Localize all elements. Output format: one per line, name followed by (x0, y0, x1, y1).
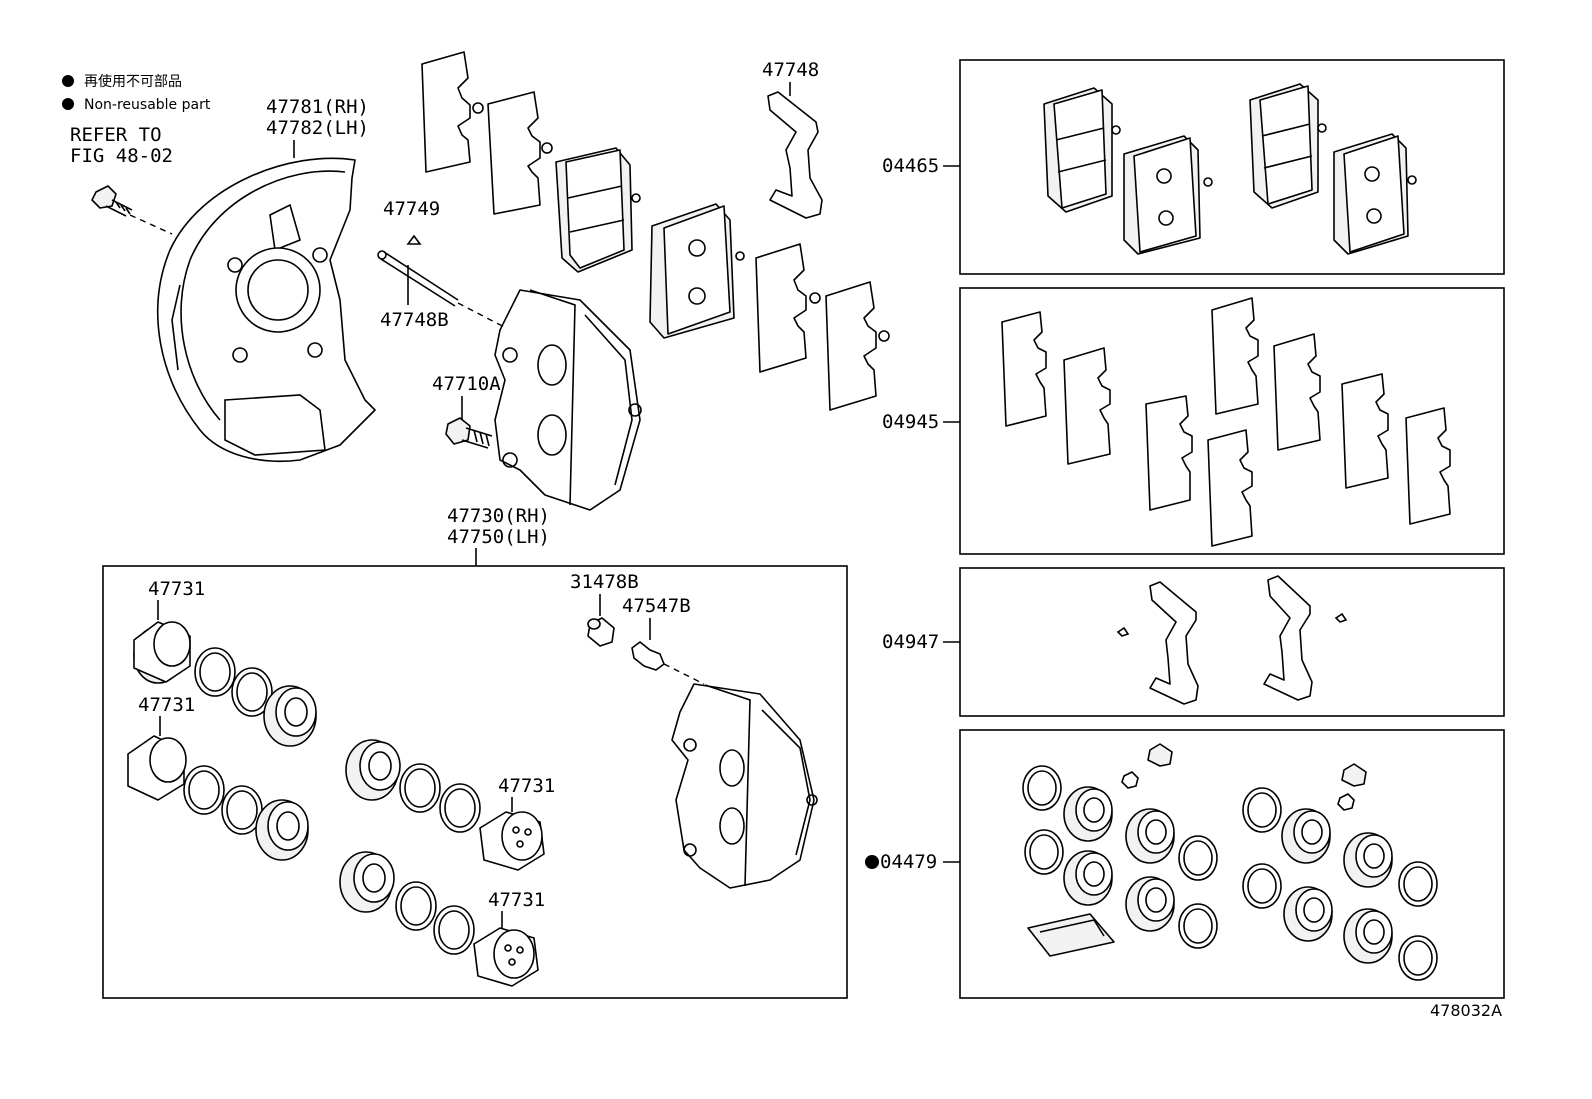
label-cap: 31478B (570, 571, 639, 593)
seal-c2[interactable] (439, 783, 481, 833)
label-bleeder: 47547B (622, 595, 691, 617)
kit-fitting[interactable] (1116, 575, 1348, 705)
label-kit-cylinder: 04479 (880, 851, 937, 873)
clip[interactable] (406, 234, 422, 245)
shim-2[interactable] (487, 91, 553, 215)
caliper-bolt[interactable] (445, 417, 493, 449)
seal-a1[interactable] (194, 647, 236, 697)
seal-c1[interactable] (399, 763, 441, 813)
boot-d[interactable] (339, 851, 395, 913)
label-shield-rh: 47781(RH) (266, 96, 369, 118)
figure-code: 478032A (1430, 1001, 1502, 1020)
label-clip: 47749 (383, 198, 440, 220)
seal-b2[interactable] (221, 785, 263, 835)
piston-a[interactable] (133, 621, 191, 684)
pad-pin[interactable] (377, 250, 511, 331)
piston-d[interactable] (473, 927, 539, 987)
label-spring: 47748 (762, 59, 819, 81)
seal-a2[interactable] (231, 667, 273, 717)
kit-frame-shims (959, 287, 1505, 555)
kit-frame-cylinder (959, 729, 1505, 999)
legend: 再使用不可部品 Non-reusable part (62, 73, 211, 113)
label-piston-b: 47731 (138, 694, 195, 716)
caliper-assembly-frame (102, 565, 848, 999)
label-piston-a: 47731 (148, 578, 205, 600)
label-piston-d: 47731 (488, 889, 545, 911)
pad-spring[interactable] (767, 91, 823, 219)
kit-pad-2[interactable] (1123, 135, 1213, 255)
shim-3[interactable] (755, 243, 821, 373)
kit-frame-fitting (959, 567, 1505, 717)
kit-pad-1[interactable] (1043, 87, 1121, 213)
caliper-body[interactable] (671, 683, 818, 889)
label-shield-lh: 47782(LH) (266, 117, 369, 139)
kit-pad-3[interactable] (1249, 83, 1327, 209)
bullet-icon (62, 98, 74, 110)
refer-line-1: REFER TO (70, 124, 162, 146)
label-bolt: 47710A (432, 373, 501, 395)
boot-c[interactable] (345, 739, 401, 801)
label-piston-c: 47731 (498, 775, 555, 797)
seal-d1[interactable] (395, 881, 437, 931)
seal-b1[interactable] (183, 765, 225, 815)
label-kit-fitting: 04947 (882, 631, 939, 653)
shim-4[interactable] (825, 281, 890, 411)
mounting-bolt[interactable] (91, 185, 173, 235)
label-caliper-rh: 47730(RH) (447, 505, 550, 527)
legend-jp: 再使用不可部品 (84, 73, 182, 90)
shim-1[interactable] (421, 51, 484, 173)
label-pin: 47748B (380, 309, 449, 331)
pad-1[interactable] (555, 147, 641, 273)
boot-b[interactable] (255, 799, 309, 861)
label-kit-shims: 04945 (882, 411, 939, 433)
bleeder-cap[interactable] (587, 617, 615, 647)
kit-pad-4[interactable] (1333, 133, 1417, 255)
pad-2[interactable] (649, 203, 745, 339)
piston-b[interactable] (127, 735, 187, 801)
non-reusable-mark-icon (865, 855, 879, 869)
kit-shims[interactable] (1001, 297, 1451, 547)
dust-shield[interactable] (156, 157, 376, 463)
kit-frame-pads (959, 59, 1505, 275)
bullet-icon (62, 75, 74, 87)
boot-a[interactable] (263, 685, 317, 747)
caliper-top[interactable] (494, 289, 642, 511)
label-caliper-lh: 47750(LH) (447, 526, 550, 548)
legend-en: Non-reusable part (84, 97, 211, 113)
bleeder-screw[interactable] (631, 641, 705, 685)
seal-d2[interactable] (433, 905, 475, 955)
label-kit-pads: 04465 (882, 155, 939, 177)
piston-c[interactable] (479, 811, 545, 871)
refer-line-2: FIG 48-02 (70, 145, 173, 167)
kit-cylinder[interactable] (1022, 743, 1438, 981)
